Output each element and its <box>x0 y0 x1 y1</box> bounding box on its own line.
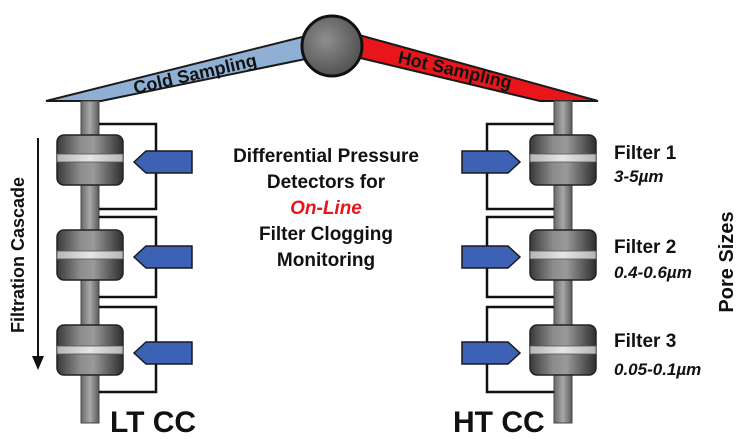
cascade-label: Filtration Cascade <box>8 177 28 333</box>
lt-tap-3 <box>99 305 158 394</box>
filter-2-name: Filter 2 <box>614 237 676 258</box>
ht-detector-2 <box>461 245 522 269</box>
lt-filter-1 <box>56 134 124 186</box>
ht-detector-3 <box>461 341 522 365</box>
lt-column <box>56 100 193 424</box>
center-line-3-online: On-Line <box>290 198 362 219</box>
filter-3-name: Filter 3 <box>614 331 676 352</box>
center-description: Differential Pressure Detectors for On-L… <box>233 146 419 271</box>
ht-detector-1 <box>461 150 522 174</box>
cold-sampling-label: Cold Sampling <box>131 50 258 98</box>
filter-labels: Filter 1 3-5µm Filter 2 0.4-0.6µm Filter… <box>614 143 701 379</box>
cascade-arrow-head <box>32 356 44 370</box>
center-line-1: Differential Pressure <box>233 146 419 167</box>
hot-sampling-label: Hot Sampling <box>396 47 514 93</box>
ht-filter-1 <box>529 134 597 186</box>
lt-detector-2 <box>132 245 193 269</box>
lt-detector-3 <box>132 341 193 365</box>
center-line-2: Detectors for <box>267 172 386 193</box>
ht-tap-2 <box>485 215 554 299</box>
lt-filter-3 <box>56 324 124 376</box>
ht-filter-3 <box>529 324 597 376</box>
filter-2-pore: 0.4-0.6µm <box>614 263 692 282</box>
lt-cc-label: LT CC <box>110 406 196 439</box>
lt-tap-1 <box>99 122 158 211</box>
filter-1-name: Filter 1 <box>614 143 677 164</box>
ht-column <box>461 100 597 424</box>
ht-tap-3 <box>485 305 554 394</box>
center-line-4: Filter Clogging <box>259 224 393 245</box>
lt-detector-1 <box>132 150 193 174</box>
ht-tap-1 <box>485 122 554 211</box>
ht-cc-label: HT CC <box>453 406 545 439</box>
sampling-valve <box>300 14 364 78</box>
pore-sizes-label: Pore Sizes <box>716 211 738 312</box>
filter-3-pore: 0.05-0.1µm <box>614 360 701 379</box>
center-line-5: Monitoring <box>277 250 375 271</box>
lt-tap-2 <box>99 215 158 299</box>
filter-1-pore: 3-5µm <box>614 167 663 186</box>
lt-filter-2 <box>56 229 124 281</box>
ht-filter-2 <box>529 229 597 281</box>
